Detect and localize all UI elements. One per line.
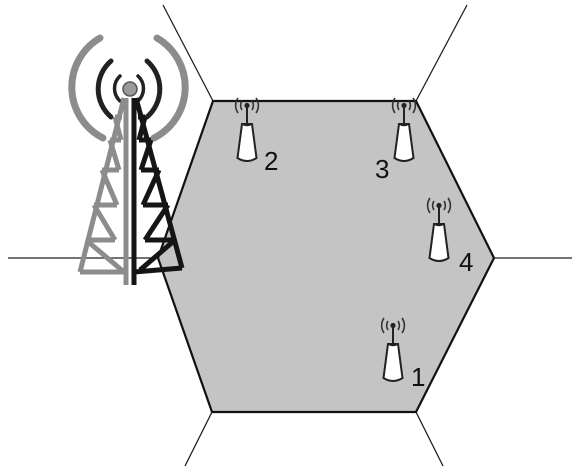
hexagonal-cell	[156, 99, 496, 414]
device-label-2: 2	[264, 146, 278, 176]
cell-tower-icon	[68, 34, 189, 285]
boundary-line-ne	[415, 4, 468, 102]
device-label-3: 3	[375, 154, 389, 184]
boundary-line-nw	[162, 4, 214, 102]
device-1: 1	[380, 317, 425, 392]
device-3: 3	[375, 97, 417, 184]
device-2: 2	[234, 97, 278, 176]
device-4: 4	[426, 197, 473, 277]
radio-waves	[68, 34, 189, 142]
device-label-4: 4	[459, 247, 473, 277]
boundary-line-sw	[184, 411, 213, 467]
device-label-1: 1	[411, 362, 425, 392]
boundary-line-se	[415, 411, 444, 467]
